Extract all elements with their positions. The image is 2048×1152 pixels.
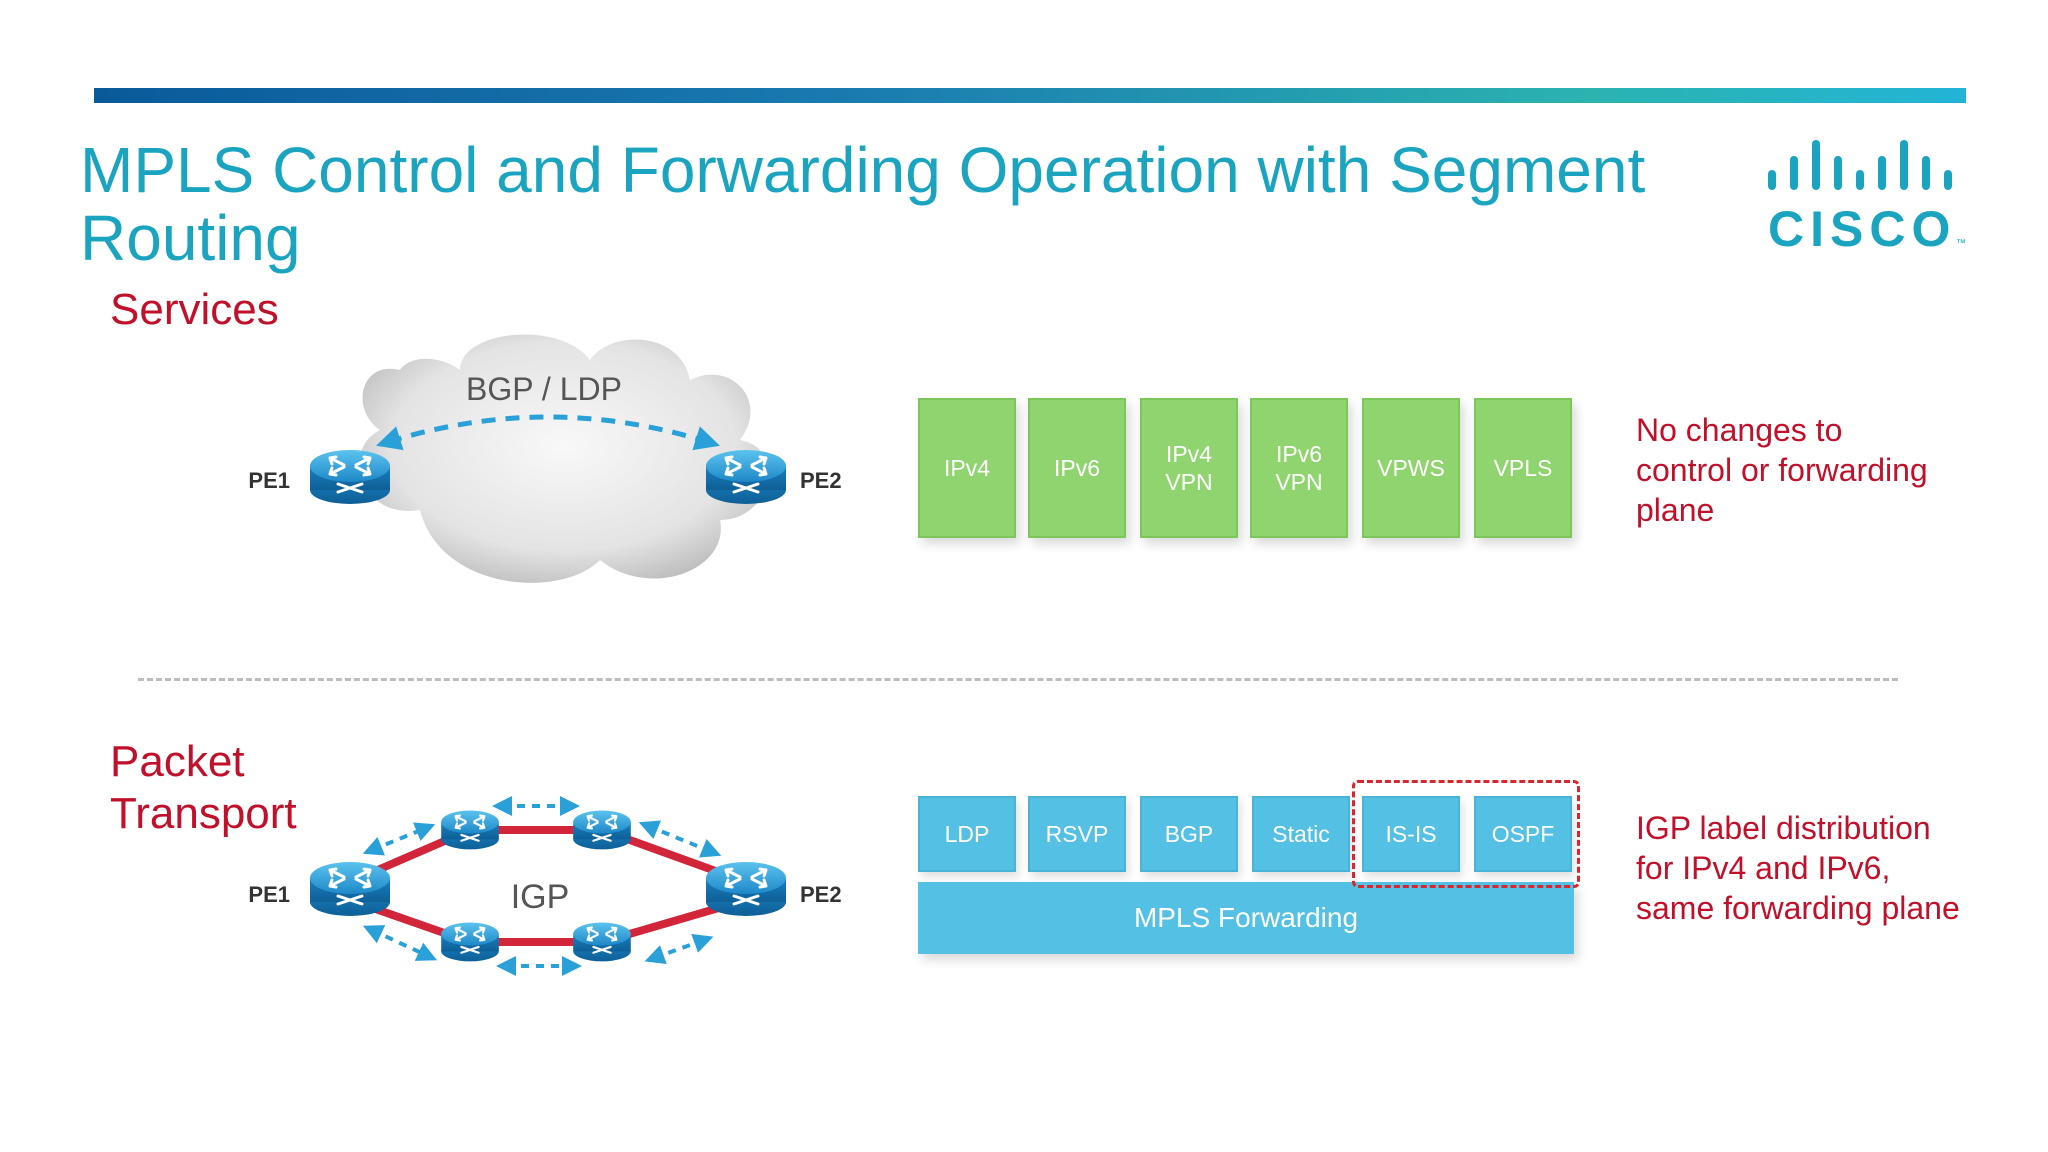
- igp-flood-arrows: [362, 796, 722, 976]
- cloud-icon: [359, 334, 769, 583]
- mpls-forwarding-bar: MPLS Forwarding: [918, 882, 1574, 954]
- router-icon: [572, 809, 632, 851]
- transport-block-ospf: OSPF: [1474, 796, 1572, 872]
- cloud-label: BGP / LDP: [466, 371, 622, 407]
- transport-pe1-label: PE1: [248, 882, 290, 907]
- logo-trademark: ™: [1956, 238, 1966, 249]
- service-block-vpws: VPWS: [1362, 398, 1460, 538]
- header-gradient-bar: [94, 88, 1966, 103]
- cisco-logo: CISCO ™: [1768, 140, 1966, 256]
- router-icon: [440, 921, 500, 963]
- services-pe1-label: PE1: [248, 468, 290, 493]
- router-icon: [308, 860, 392, 918]
- service-block-vpls: VPLS: [1474, 398, 1572, 538]
- transport-block-isis: IS-IS: [1362, 796, 1460, 872]
- service-block-ipv6-vpn: IPv6 VPN: [1250, 398, 1348, 538]
- transport-block-bgp: BGP: [1140, 796, 1238, 872]
- services-note: No changes to control or forwarding plan…: [1636, 412, 1928, 528]
- slide-title: MPLS Control and Forwarding Operation wi…: [80, 134, 1646, 274]
- router-icon: [572, 921, 632, 963]
- transport-note: IGP label distribution for IPv4 and IPv6…: [1636, 810, 1960, 926]
- logo-wordmark: CISCO: [1768, 201, 1956, 256]
- igp-label: IGP: [511, 878, 570, 916]
- services-label: Services: [110, 285, 279, 334]
- section-divider: [138, 678, 1898, 681]
- router-icon: [440, 809, 500, 851]
- services-pe2-label: PE2: [800, 468, 842, 493]
- service-block-ipv4: IPv4: [918, 398, 1016, 538]
- router-icon: [704, 860, 788, 918]
- transport-block-rsvp: RSVP: [1028, 796, 1126, 872]
- cisco-bars-icon: [1768, 140, 1952, 190]
- transport-label: Packet Transport: [110, 737, 297, 838]
- transport-block-static: Static: [1252, 796, 1350, 872]
- service-block-ipv4-vpn: IPv4 VPN: [1140, 398, 1238, 538]
- transport-block-ldp: LDP: [918, 796, 1016, 872]
- router-icon: [704, 448, 788, 506]
- transport-pe2-label: PE2: [800, 882, 842, 907]
- service-block-ipv6: IPv6: [1028, 398, 1126, 538]
- igp-highlight-box: [1352, 780, 1580, 888]
- router-icon: [308, 448, 392, 506]
